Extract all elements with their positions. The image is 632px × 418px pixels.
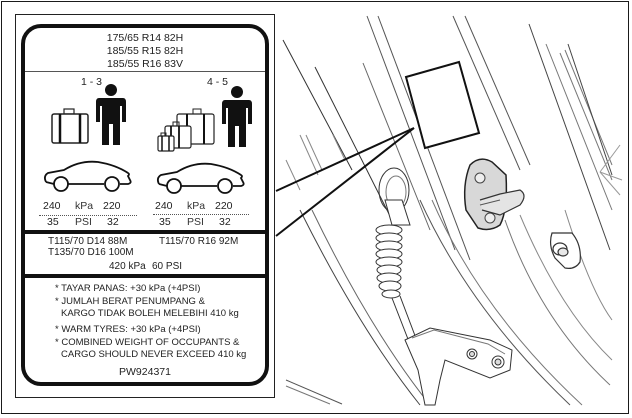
label-sticker bbox=[404, 60, 481, 150]
spare-pressure-kpa: 420 kPa bbox=[109, 261, 146, 272]
door-striker bbox=[463, 158, 525, 231]
tyre-pressure-label: 175/65 R14 82H 185/55 R15 82H 185/55 R16… bbox=[21, 24, 269, 386]
kpa-unit: kPa bbox=[187, 200, 206, 212]
warm-tyres-note-english: * WARM TYRES: +30 kPa (+4PSI) bbox=[55, 324, 201, 335]
sedan-car-icon bbox=[156, 162, 245, 194]
occupants-count: 1 - 3 bbox=[81, 76, 103, 88]
front-psi: 35 bbox=[159, 216, 171, 228]
dotted-divider bbox=[39, 215, 137, 216]
multiple-suitcases-icon bbox=[157, 108, 215, 152]
person-icon bbox=[222, 86, 252, 147]
front-psi: 35 bbox=[47, 216, 59, 228]
tyre-sizes-section: 175/65 R14 82H 185/55 R15 82H 185/55 R16… bbox=[25, 28, 265, 71]
section-divider bbox=[25, 230, 265, 234]
rear-psi: 32 bbox=[107, 216, 119, 228]
rear-psi: 32 bbox=[219, 216, 231, 228]
front-kpa: 240 bbox=[155, 200, 173, 212]
psi-unit: PSI bbox=[75, 216, 92, 228]
section-divider bbox=[25, 274, 265, 278]
spare-pressure-psi: 60 PSI bbox=[152, 261, 183, 272]
spare-tyre-size: T115/70 R16 92M bbox=[159, 236, 239, 247]
front-kpa: 240 bbox=[43, 200, 61, 212]
spare-tyre-size: T135/70 D16 100M bbox=[48, 247, 134, 258]
dotted-divider bbox=[153, 214, 249, 215]
person-icon bbox=[96, 84, 126, 145]
tyre-size: 185/55 R15 82H bbox=[106, 45, 184, 57]
weight-note-malay-cont: KARGO TIDAK BOLEH MELEBIHI 410 kg bbox=[61, 308, 239, 319]
weight-note-english: * COMBINED WEIGHT OF OCCUPANTS & bbox=[55, 337, 240, 348]
rear-kpa: 220 bbox=[215, 200, 233, 212]
psi-unit: PSI bbox=[187, 216, 204, 228]
rear-kpa: 220 bbox=[103, 200, 121, 212]
sedan-car-icon bbox=[43, 160, 132, 192]
tyre-size: 185/55 R16 83V bbox=[107, 58, 183, 70]
occupants-count: 4 - 5 bbox=[207, 76, 229, 88]
divider bbox=[25, 71, 265, 72]
weight-note-english-cont: CARGO SHOULD NEVER EXCEED 410 kg bbox=[61, 349, 247, 360]
weight-note-malay: * JUMLAH BERAT PENUMPANG & bbox=[55, 296, 205, 307]
part-number: PW924371 bbox=[119, 366, 171, 378]
door-hinge bbox=[404, 327, 513, 406]
callout-lines bbox=[275, 127, 415, 237]
warm-tyres-note-malay: * TAYAR PANAS: +30 kPa (+4PSI) bbox=[55, 283, 201, 294]
tyre-size: 175/65 R14 82H bbox=[106, 32, 184, 44]
kpa-unit: kPa bbox=[75, 200, 94, 212]
rubber-bumper bbox=[549, 232, 581, 269]
single-suitcase-icon bbox=[51, 108, 89, 144]
spare-tyre-size: T115/70 D14 88M bbox=[48, 236, 128, 247]
